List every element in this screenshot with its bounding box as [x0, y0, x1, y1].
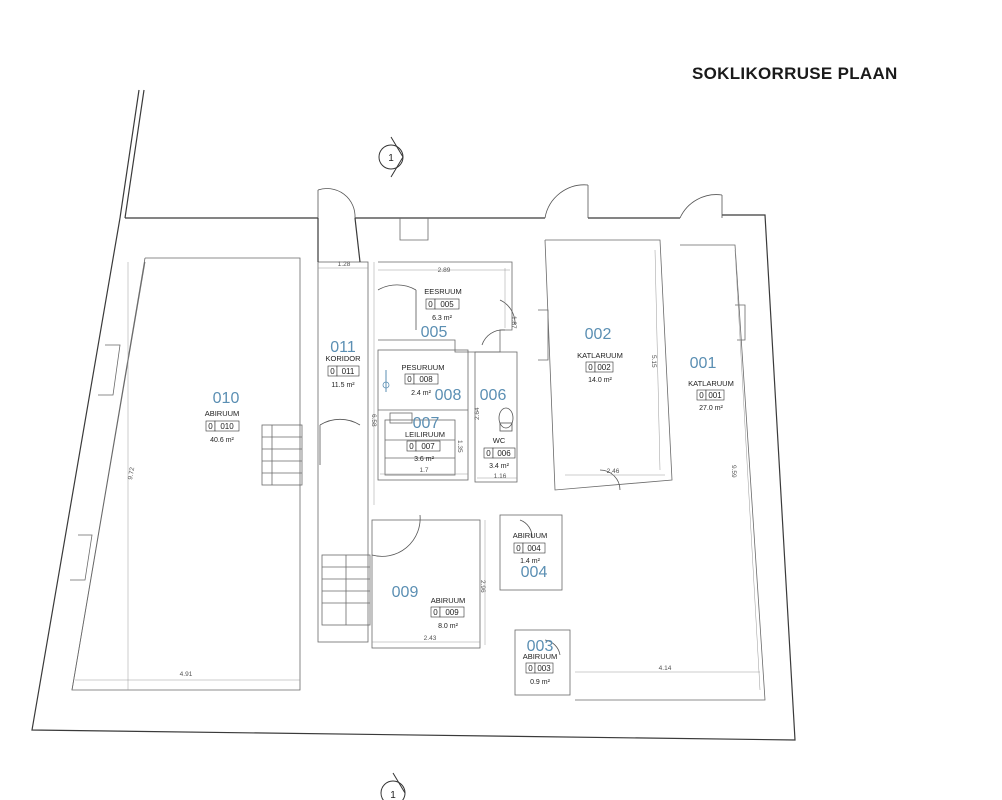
svg-text:1: 1 — [388, 153, 394, 164]
svg-text:005: 005 — [421, 324, 448, 341]
shower-icon — [382, 370, 390, 392]
svg-text:ABIRUUM: ABIRUUM — [513, 531, 548, 540]
dim-label: 5.15 — [650, 355, 657, 368]
svg-text:14.0 m²: 14.0 m² — [588, 377, 612, 384]
svg-text:27.0 m²: 27.0 m² — [699, 405, 723, 412]
doors — [317, 184, 723, 656]
svg-text:8.0 m²: 8.0 m² — [438, 623, 459, 630]
svg-text:0.9 m²: 0.9 m² — [530, 679, 551, 686]
svg-text:010: 010 — [220, 422, 234, 431]
svg-text:0: 0 — [208, 422, 213, 431]
room-label-010: 010 ABIRUUM 0 010 40.6 m² — [205, 390, 240, 444]
svg-text:007: 007 — [413, 415, 440, 432]
svg-text:009: 009 — [392, 584, 419, 601]
svg-text:EESRUUM: EESRUUM — [424, 287, 462, 296]
svg-text:ABIRUUM: ABIRUUM — [523, 652, 558, 661]
svg-text:WC: WC — [493, 436, 506, 445]
svg-text:KATLARUUM: KATLARUUM — [688, 379, 734, 388]
dim-label: 4.91 — [180, 671, 193, 678]
room-label-003: 003 ABIRUUM 0 003 0.9 m² — [523, 638, 558, 686]
svg-text:0: 0 — [407, 375, 412, 384]
svg-text:1.4 m²: 1.4 m² — [520, 558, 541, 565]
svg-text:006: 006 — [480, 387, 507, 404]
svg-text:1: 1 — [390, 790, 396, 800]
svg-text:005: 005 — [440, 300, 454, 309]
room-label-011: 011 KORIDOR 0 011 11.5 m² — [325, 339, 361, 389]
svg-text:LEILIRUUM: LEILIRUUM — [405, 430, 445, 439]
interior-walls — [261, 217, 766, 701]
svg-text:008: 008 — [435, 387, 462, 404]
svg-text:003: 003 — [537, 664, 551, 673]
section-marker-bottom: 1 — [380, 772, 406, 800]
svg-text:002: 002 — [585, 326, 612, 343]
dim-label: 2.64 — [474, 407, 481, 420]
svg-text:006: 006 — [497, 449, 511, 458]
svg-text:0: 0 — [409, 442, 414, 451]
svg-text:007: 007 — [421, 442, 435, 451]
dim-label: 1.28 — [338, 261, 351, 268]
room-label-007: 007 LEILIRUUM 0 007 3.6 m² — [405, 415, 445, 463]
svg-text:001: 001 — [708, 391, 722, 400]
svg-text:008: 008 — [419, 375, 433, 384]
dim-label: 2.89 — [438, 267, 451, 274]
dim-label: 1.16 — [494, 473, 507, 480]
dim-label: 4.14 — [659, 665, 672, 672]
svg-text:002: 002 — [597, 363, 611, 372]
dim-label: 1.87 — [510, 316, 517, 329]
svg-text:004: 004 — [521, 564, 548, 581]
svg-text:0: 0 — [588, 363, 593, 372]
svg-text:2.4 m²: 2.4 m² — [411, 390, 432, 397]
wc-fixture — [498, 407, 514, 432]
dim-label: 1.7 — [419, 467, 428, 474]
room-label-005: EESRUUM 0 005 6.3 m² 005 — [421, 287, 462, 341]
dim-label: 2.43 — [424, 635, 437, 642]
svg-text:003: 003 — [527, 638, 554, 655]
svg-text:011: 011 — [342, 367, 355, 376]
room-label-004: ABIRUUM 0 004 1.4 m² 004 — [513, 531, 548, 581]
room-label-008: PESURUUM 0 008 2.4 m² 008 — [402, 363, 462, 404]
svg-text:0: 0 — [516, 544, 521, 553]
room-label-002: 002 KATLARUUM 0 002 14.0 m² — [577, 326, 623, 384]
svg-text:0: 0 — [486, 449, 491, 458]
svg-text:11.5 m²: 11.5 m² — [331, 382, 355, 389]
dim-label: 9.72 — [127, 466, 136, 480]
svg-text:ABIRUUM: ABIRUUM — [205, 409, 240, 418]
svg-text:3.6 m²: 3.6 m² — [414, 456, 435, 463]
svg-text:0: 0 — [433, 608, 438, 617]
dim-label: 1.35 — [456, 440, 463, 453]
svg-text:PESURUUM: PESURUUM — [402, 363, 445, 372]
svg-text:0: 0 — [528, 664, 533, 673]
svg-text:0: 0 — [699, 391, 704, 400]
svg-text:ABIRUUM: ABIRUUM — [431, 596, 466, 605]
svg-text:3.4 m²: 3.4 m² — [489, 463, 510, 470]
svg-text:004: 004 — [527, 544, 541, 553]
section-marker-top: 1 — [378, 136, 404, 178]
dimension-labels: 1.28 2.89 1.87 6.58 9.72 4.91 5.15 2.46 … — [127, 261, 737, 678]
dim-label: 2.46 — [607, 468, 620, 475]
plan-title: SOKLIKORRUSE PLAAN — [692, 64, 898, 83]
dimension-lines — [75, 249, 761, 691]
svg-text:009: 009 — [445, 608, 459, 617]
svg-text:001: 001 — [690, 355, 717, 372]
room-label-006: 006 WC 0 006 3.4 m² — [480, 387, 516, 470]
svg-text:0: 0 — [330, 367, 335, 376]
svg-text:KORIDOR: KORIDOR — [325, 354, 361, 363]
room-label-001: 001 KATLARUUM 0 001 27.0 m² — [688, 355, 734, 412]
outer-walls — [31, 89, 796, 741]
room-label-009: 009 ABIRUUM 0 009 8.0 m² — [392, 584, 466, 630]
svg-text:010: 010 — [213, 390, 240, 407]
dim-label: 2.96 — [479, 580, 486, 593]
dim-label: 6.58 — [370, 414, 377, 427]
svg-text:011: 011 — [330, 339, 356, 356]
svg-text:40.6 m²: 40.6 m² — [210, 437, 234, 444]
svg-text:0: 0 — [428, 300, 433, 309]
dim-label: 9.59 — [730, 465, 737, 478]
svg-text:KATLARUUM: KATLARUUM — [577, 351, 623, 360]
svg-text:6.3 m²: 6.3 m² — [432, 315, 453, 322]
